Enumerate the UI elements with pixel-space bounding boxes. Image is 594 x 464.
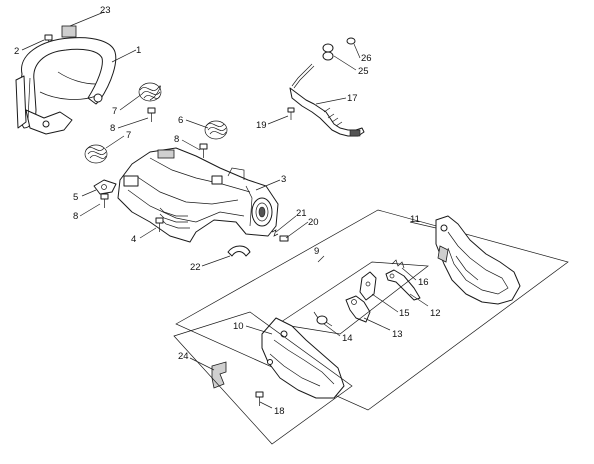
callout-11: 11 xyxy=(410,214,420,225)
part-9-assembly-outline xyxy=(175,209,569,411)
callout-labels: 23 2 1 7 8 7 6 8 3 5 8 4 22 21 20 9 26 2… xyxy=(14,5,441,417)
part-19-bolt xyxy=(287,107,295,120)
callout-17: 17 xyxy=(347,93,358,104)
callout-5: 5 xyxy=(73,192,78,203)
callout-25: 25 xyxy=(358,66,369,77)
part-10-handle-cover xyxy=(261,317,345,399)
callout-8-upper: 8 xyxy=(110,123,115,134)
callout-1: 1 xyxy=(136,45,141,56)
part-7-spring-upper xyxy=(138,82,162,102)
callout-4: 4 xyxy=(131,234,136,245)
part-8-bolt-upper xyxy=(147,107,156,122)
callout-9: 9 xyxy=(314,246,319,257)
callout-8-lower: 8 xyxy=(73,211,78,222)
part-8-bolt-middle xyxy=(199,143,208,158)
callout-7-upper: 7 xyxy=(112,106,117,117)
part-5-bracket xyxy=(93,179,117,195)
callout-10: 10 xyxy=(233,321,244,332)
part-22-clip xyxy=(227,245,251,257)
callout-21: 21 xyxy=(296,208,307,219)
part-24-gasket xyxy=(211,361,227,389)
callout-7-lower: 7 xyxy=(126,130,131,141)
part-8-bolt-lower xyxy=(100,193,109,208)
part-20-pin xyxy=(279,235,289,242)
callout-8-middle: 8 xyxy=(174,134,179,145)
callout-14: 14 xyxy=(342,333,353,344)
part-1-front-handle xyxy=(15,37,117,135)
callout-6: 6 xyxy=(178,115,183,126)
part-14-torsion-spring xyxy=(313,311,333,327)
leader-lines xyxy=(21,11,437,409)
callout-18: 18 xyxy=(274,406,285,417)
part-25-nut xyxy=(322,43,334,61)
callout-12: 12 xyxy=(430,308,441,319)
callout-15: 15 xyxy=(399,308,410,319)
cover-assembly-outline xyxy=(173,311,353,445)
callout-24: 24 xyxy=(178,351,189,362)
part-4-bolt xyxy=(155,217,164,232)
callout-13: 13 xyxy=(392,329,403,340)
part-3-main-housing xyxy=(117,147,279,243)
callout-23: 23 xyxy=(100,5,111,16)
part-15-lockout-lever xyxy=(359,271,377,301)
callout-22: 22 xyxy=(190,262,201,273)
levers-subassembly-outline xyxy=(277,261,429,335)
part-21-spring-pin xyxy=(271,229,279,237)
callout-19: 19 xyxy=(256,120,267,131)
part-26-washer xyxy=(346,37,356,45)
callout-16: 16 xyxy=(418,277,429,288)
part-11-rear-handle xyxy=(435,215,521,305)
part-6-spring xyxy=(204,120,228,140)
callout-20: 20 xyxy=(308,217,319,228)
part-17-throttle-cable xyxy=(289,63,365,137)
callout-2: 2 xyxy=(14,46,19,57)
part-18-bolt xyxy=(255,391,264,406)
callout-3: 3 xyxy=(281,174,286,185)
part-23-label-tag xyxy=(61,25,77,38)
callout-26: 26 xyxy=(361,53,372,64)
part-7-spring-lower xyxy=(84,144,108,164)
